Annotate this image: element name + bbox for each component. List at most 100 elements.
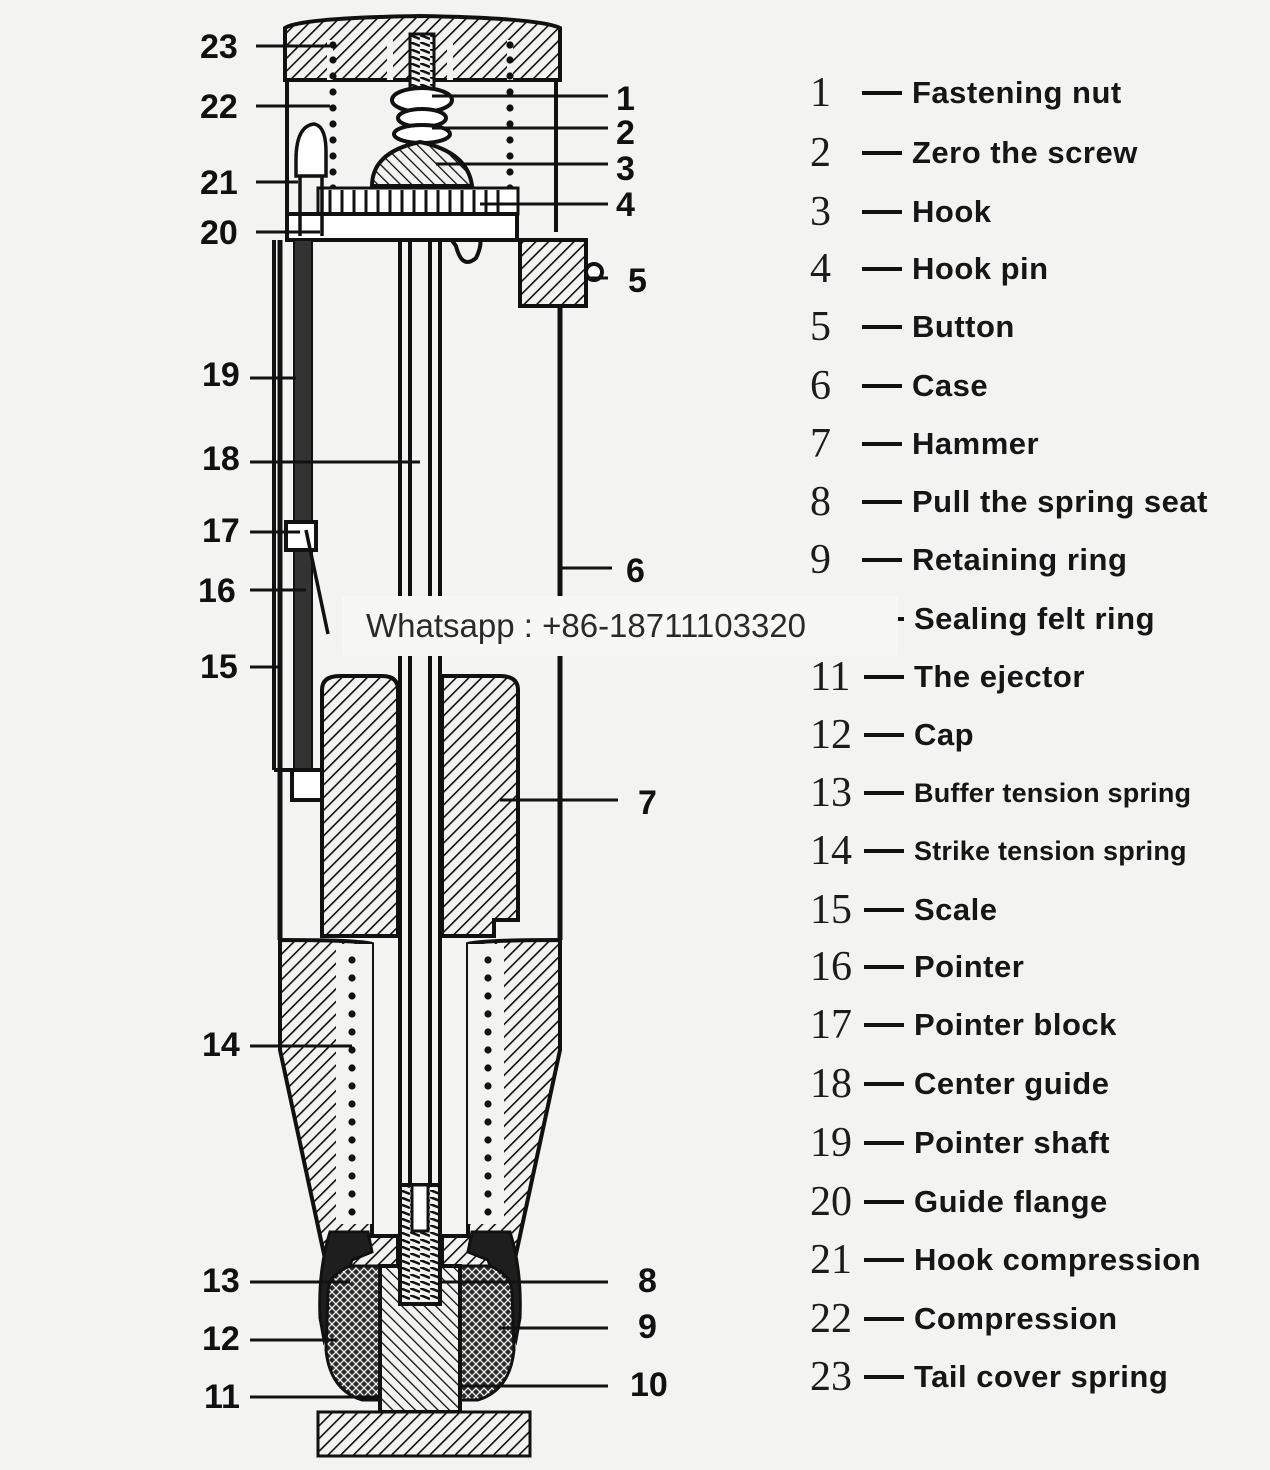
legend-number: 14 (810, 828, 852, 874)
callout-13: 13 (202, 1262, 240, 1300)
legend-item-12: 12 Cap (810, 714, 974, 756)
hook-compression (294, 122, 328, 236)
legend-item-22: 22 Compression (810, 1298, 1118, 1340)
legend-dash (864, 1141, 904, 1145)
legend-item-17: 17 Pointer block (810, 1004, 1117, 1046)
lower-body (278, 937, 562, 1284)
legend-label: Hammer (912, 426, 1040, 461)
spring-seat (398, 1183, 442, 1307)
legend-item-8: 8 Pull the spring seat (810, 481, 1208, 523)
legend-dash (864, 1258, 904, 1262)
callout-4: 4 (616, 186, 635, 224)
legend-item-6: 6 Case (810, 365, 988, 407)
legend-label: Hook compression (914, 1242, 1202, 1277)
callout-5: 5 (628, 262, 647, 300)
legend-label: Compression (914, 1301, 1118, 1336)
legend-item-9: 9 Retaining ring (810, 539, 1127, 581)
legend-item-3: 3 Hook (810, 191, 992, 233)
legend-number: 23 (810, 1354, 852, 1400)
legend-dash (862, 210, 902, 214)
legend-item-15: 15 Scale (810, 889, 998, 931)
callout-2: 2 (616, 114, 635, 152)
legend-number: 11 (810, 654, 851, 700)
legend-item-4: 4 Hook pin (810, 248, 1049, 290)
legend-number: 5 (810, 304, 831, 350)
legend-label: Tail cover spring (914, 1359, 1169, 1394)
legend-label: Retaining ring (912, 542, 1128, 577)
legend-number: 12 (810, 712, 852, 758)
legend-number: 6 (810, 363, 831, 409)
strike-tension-spring-left (348, 956, 356, 1216)
callout-22: 22 (200, 88, 238, 126)
legend-dash (864, 1317, 904, 1321)
whatsapp-watermark: Whatsapp : +86-18711103320 (342, 596, 898, 656)
legend-item-5: 5 Button (810, 306, 1015, 348)
legend-dash (862, 151, 902, 155)
callout-9: 9 (638, 1308, 657, 1346)
legend-number: 2 (810, 130, 831, 176)
legend-number: 7 (810, 421, 831, 467)
legend-label: Pointer (914, 949, 1025, 984)
strike-tension-spring-right (484, 956, 492, 1216)
legend-label: Strike tension spring (914, 835, 1187, 866)
legend-label: Case (912, 368, 989, 403)
legend-number: 3 (810, 189, 831, 235)
legend-label: Buffer tension spring (914, 777, 1192, 808)
legend-number: 8 (810, 479, 831, 525)
legend-item-16: 16 Pointer (810, 946, 1024, 988)
compression-spring-left (329, 41, 337, 192)
legend-label: Cap (914, 717, 975, 752)
legend-number: 1 (810, 70, 831, 116)
legend-label: Hook pin (912, 251, 1049, 286)
legend-dash (864, 675, 904, 679)
legend-dash (864, 908, 904, 912)
legend-item-23: 23 Tail cover spring (810, 1356, 1168, 1398)
legend-number: 9 (810, 537, 831, 583)
legend-number: 20 (810, 1179, 852, 1225)
legend-label: Pull the spring seat (912, 484, 1208, 519)
callout-15: 15 (200, 648, 238, 686)
legend-number: 13 (810, 770, 852, 816)
legend-dash (864, 849, 904, 853)
legend-label: Scale (914, 892, 998, 927)
legend-number: 15 (810, 887, 852, 933)
legend-item-13: 13 Buffer tension spring (810, 772, 1191, 814)
legend-dash (862, 267, 902, 271)
leader-lines (250, 44, 618, 1399)
callout-7: 7 (638, 784, 657, 822)
callout-1: 1 (616, 80, 635, 118)
legend-number: 4 (810, 246, 831, 292)
legend-label: Button (912, 309, 1015, 344)
legend-number: 16 (810, 944, 852, 990)
legend-dash (864, 965, 904, 969)
legend-label: Zero the screw (912, 135, 1138, 170)
legend-item-2: 2 Zero the screw (810, 132, 1138, 174)
legend-dash (864, 1200, 904, 1204)
legend-number: 18 (810, 1061, 852, 1107)
callout-6: 6 (626, 552, 645, 590)
callout-14: 14 (202, 1026, 240, 1064)
legend-item-1: 1 Fastening nut (810, 72, 1122, 114)
base-block (316, 1410, 532, 1458)
callout-8: 8 (638, 1262, 657, 1300)
legend-dash (862, 500, 902, 504)
legend-item-19: 19 Pointer shaft (810, 1122, 1110, 1164)
button (518, 238, 604, 308)
callout-12: 12 (202, 1320, 240, 1358)
legend-dash (862, 91, 902, 95)
legend-dash (864, 791, 904, 795)
legend-dash (862, 442, 902, 446)
cap (318, 1230, 522, 1402)
scale (290, 768, 324, 802)
legend-number: 22 (810, 1296, 852, 1342)
callout-21: 21 (200, 164, 238, 202)
callout-17: 17 (202, 512, 240, 550)
legend-item-7: 7 Hammer (810, 423, 1039, 465)
callout-10: 10 (630, 1366, 668, 1404)
legend-label: The ejector (914, 659, 1085, 694)
hook-pin (316, 186, 520, 216)
legend-label: Pointer shaft (914, 1125, 1110, 1160)
legend-item-14: 14 Strike tension spring (810, 830, 1187, 872)
legend-dash (862, 558, 902, 562)
callout-23: 23 (200, 28, 238, 66)
